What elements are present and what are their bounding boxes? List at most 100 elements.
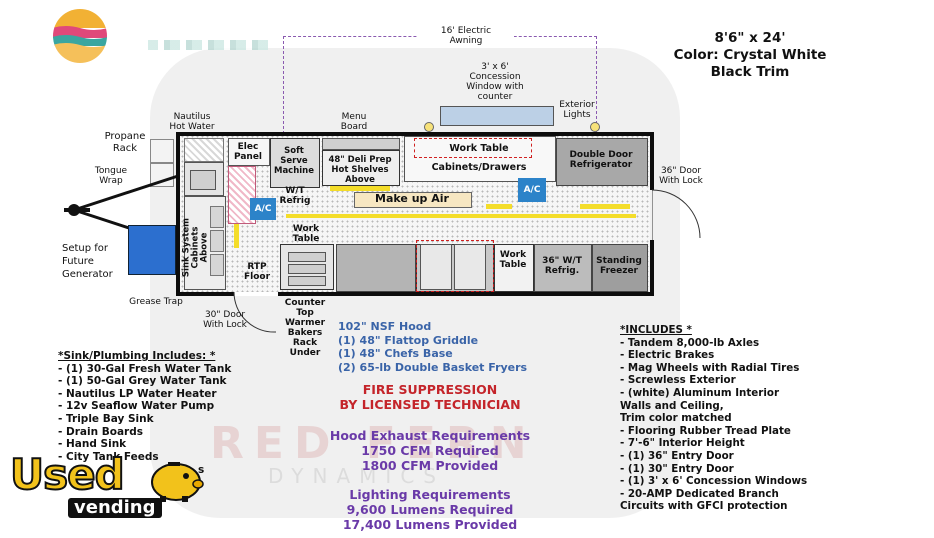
double-door-refrigerator [556,138,648,186]
sink-plumbing-item: - Triple Bay Sink [58,412,154,425]
includes-title: *INCLUDES * [620,324,692,336]
standing-freezer [592,244,648,292]
ac-unit-left: A/C [250,198,276,220]
sink-plumbing-item: - 12v Seaflow Water Pump [58,400,215,413]
fryer-basket [454,244,486,290]
makeup-air-label: Make up Air [375,192,449,205]
includes-list: *INCLUDES * - Tandem 8,000-lb Axles - El… [620,324,850,513]
trailer-specs: 8'6" x 24' Color: Crystal White Black Tr… [655,30,845,81]
includes-item: - Mag Wheels with Radial Tires [620,361,800,374]
door-swing-36-icon [652,189,701,240]
sink-plumbing-item: - Drain Boards [58,425,143,438]
trailer-wall-right-lower [650,240,654,296]
light-bar [580,204,630,209]
sink-bay [210,206,224,228]
work-table-top-outline [414,138,532,158]
sink-bay [210,254,224,276]
sink-plumbing-item: - Nautilus LP Water Heater [58,387,217,400]
watermark-sub: DYNAMICS [268,464,445,488]
work-table-right [494,244,534,292]
exterior-light-icon [590,122,600,132]
exhaust-provided: 1800 CFM Provided [361,458,499,473]
concession-window [440,106,554,126]
exhaust-title: Hood Exhaust Requirements [329,428,531,443]
trailer-color: Color: Crystal White [673,47,827,63]
sink-plumbing-item: - (1) 30-Gal Fresh Water Tank [58,362,232,375]
door-swing-30-icon [233,292,277,333]
includes-item: - 7'-6" Interior Height [620,437,745,450]
cabinets-above-label: Cabinets Above [190,226,210,269]
includes-item: - (1) 3' x 6' Concession Windows [620,475,808,488]
includes-item: - Tandem 8,000-lb Axles [620,336,760,349]
exhaust-required: 1750 CFM Required [361,443,499,458]
warmer-pan [288,276,326,286]
piggy-bank-icon [151,462,204,502]
light-bar [234,202,239,248]
trailer-wall-top [176,132,654,136]
sink-bay [210,230,224,252]
nautilus-water-heater [184,138,224,162]
used-vending-logo: Used vending [6,451,216,536]
fryer-basket [420,244,452,290]
light-bar [486,204,512,209]
generator-box [128,225,176,275]
propane-tank [150,139,174,163]
trailer-wall-bottom [176,292,654,296]
sink-plumbing-item: - Hand Sink [58,438,127,451]
elec-panel [228,138,270,166]
includes-item: - Electric Brakes [620,349,715,362]
trailer-wall-left [176,132,180,296]
lighting-title: Lighting Requirements [349,487,511,502]
includes-item: - (1) 30" Entry Door [620,462,734,475]
hood-exhaust-requirements: Hood Exhaust Requirements 1750 CFM Requi… [310,428,550,473]
light-bar [330,186,390,191]
hood-line: (2) 65-lb Double Basket Fryers [338,360,528,374]
cabinets-drawers-label: Cabinets/Drawers [431,162,527,173]
trailer-wall-right-upper [650,132,654,190]
hood-line: (1) 48" Chefs Base [338,347,453,360]
includes-item: - Flooring Rubber Tread Plate [620,424,791,437]
includes-item: Circuits with GFCI protection [620,500,788,513]
soft-serve-machine [270,138,320,188]
hood-info: 102" NSF Hood (1) 48" Flattop Griddle (1… [338,320,558,374]
menu-board [322,138,400,150]
sink-plumbing-list: *Sink/Plumbing Includes: * - (1) 30-Gal … [58,350,258,463]
includes-item: Trim color matched [620,412,732,425]
sink-plumbing-title: *Sink/Plumbing Includes: * [58,350,216,362]
hand-sink [190,170,216,190]
includes-item: Walls and Ceiling, [620,399,724,412]
includes-item: - 20-AMP Dedicated Branch [620,487,779,500]
includes-item: - (1) 36" Entry Door [620,449,734,462]
trailer-size: 8'6" x 24' [714,30,786,46]
lighting-required: 9,600 Lumens Required [346,502,514,517]
exterior-light-icon [424,122,434,132]
hood-line: (1) 48" Flattop Griddle [338,333,479,347]
makeup-air-unit [354,192,472,208]
wt-refrig-36 [534,244,592,292]
lighting-provided: 17,400 Lumens Provided [342,517,518,532]
fire-suppression-outline [416,240,494,292]
logo-vending-text: vending [68,498,162,518]
warmer-pan [288,252,326,262]
includes-item: - Screwless Exterior [620,374,736,387]
cabinets-drawers [404,136,556,182]
deli-prep-table [322,150,400,186]
includes-item: - (white) Aluminum Interior [620,386,780,399]
